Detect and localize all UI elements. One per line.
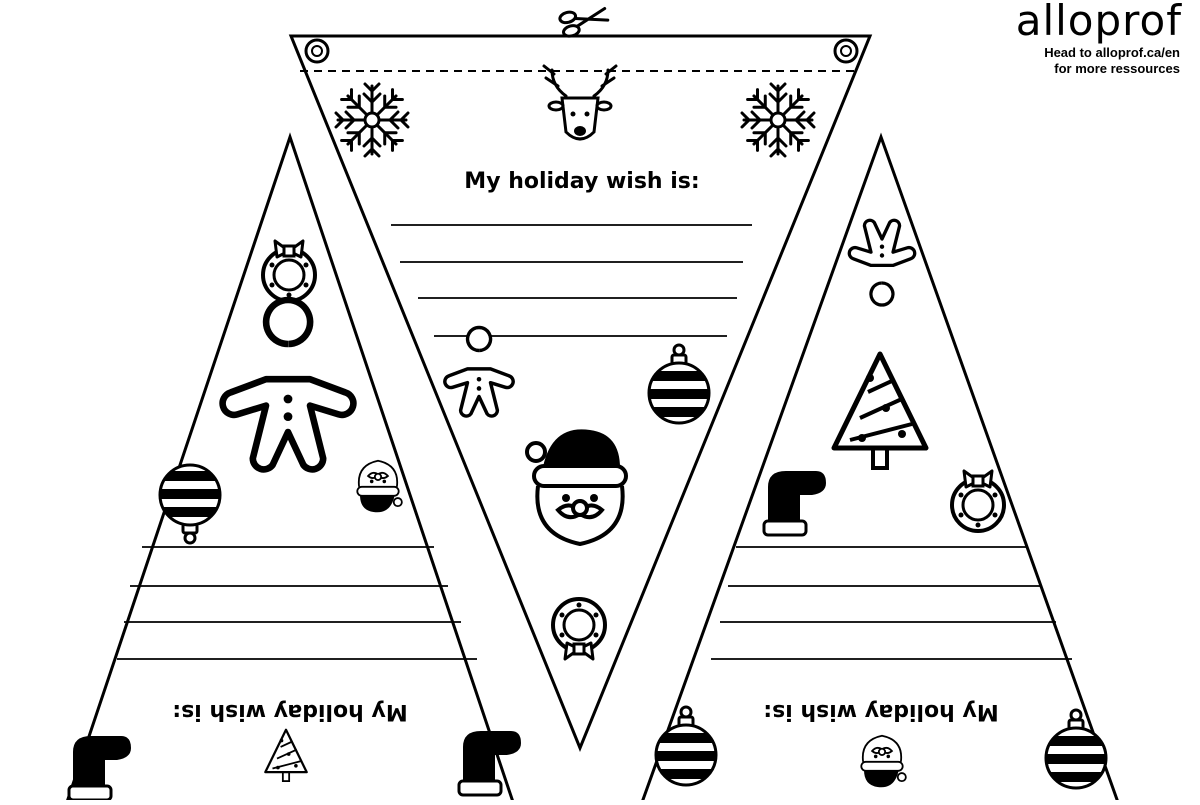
wish-label-right: My holiday wish is: [763,699,998,724]
brand-block: alloprof Head to alloprof.ca/en for more… [980,0,1192,80]
wish-label-center: My holiday wish is: [464,169,699,194]
write-lines-left [117,546,477,660]
grommet-icon [304,38,330,64]
pennant-center: My holiday wish is: [288,34,873,752]
grommet-icon [833,38,859,64]
brand-line-1: Head to alloprof.ca/en [1044,45,1180,60]
brand-line-2: for more ressources [1054,61,1180,76]
stocking-icon [457,729,523,797]
pennant-right: My holiday wish is: [639,132,1121,805]
write-lines-right [711,546,1072,660]
brand-logo: alloprof [1015,0,1182,45]
wish-label-left: My holiday wish is: [172,699,407,724]
pennant-left: My holiday wish is: [64,132,523,805]
scissors-icon [558,7,610,38]
